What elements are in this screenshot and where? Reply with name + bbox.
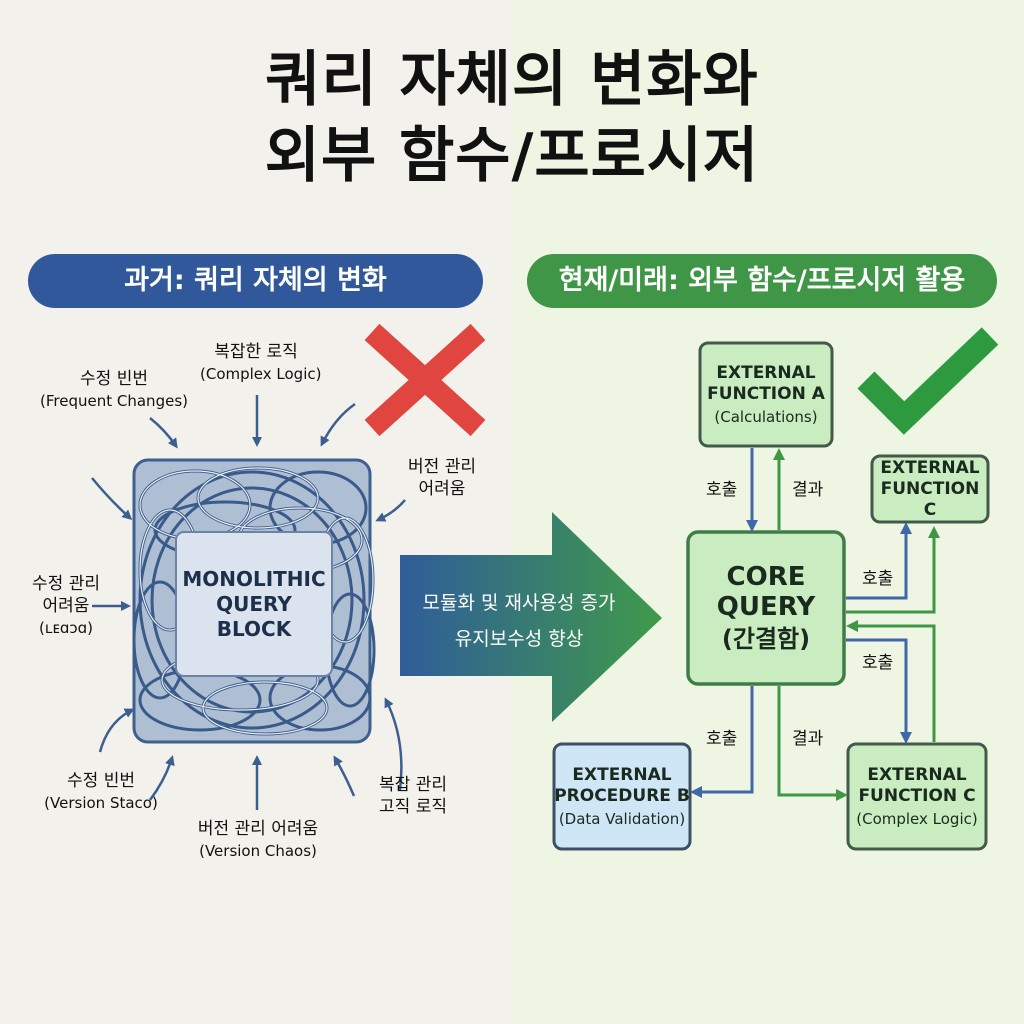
label-complex-logic-top: 복잡한 로직 (Complex Logic)	[200, 342, 322, 383]
edge-call-a: 호출	[706, 480, 738, 500]
box-ext-func-a	[698, 341, 834, 448]
tangled-block	[132, 458, 376, 744]
flow-arrows	[690, 448, 940, 801]
edge-result-a: 결과	[792, 480, 824, 500]
pressure-arrows	[91, 395, 406, 810]
box-ext-func-c-bottom	[846, 742, 988, 851]
label-frequent-changes-bottom: 수정 빈번 (Version Staco)	[44, 771, 158, 812]
transition-arrow	[400, 512, 662, 722]
edge-call-b: 호출	[706, 729, 738, 749]
transition-text: 모듈화 및 재사용성 증가 유지보수성 향상	[422, 592, 616, 650]
ext-func-c-bottom-text: EXTERNAL FUNCTION C (Complex Logic)	[856, 764, 978, 828]
core-query-text: CORE QUERY (간결함)	[716, 562, 816, 653]
ext-func-c-top-text: EXTERNAL FUNCTION C	[880, 457, 980, 520]
monolithic-query-block: MONOLITHIC QUERY BLOCK	[182, 566, 326, 641]
label-version-chaos: 버전 관리 어려움 (Version Chaos)	[197, 819, 319, 860]
left-section-header: 과거: 쿼리 자체의 변화	[28, 254, 483, 308]
label-version-mgmt-right: 버전 관리 어려움	[408, 457, 476, 499]
box-ext-func-c-top	[870, 454, 990, 524]
edge-result-c: 결과	[792, 729, 824, 749]
ext-func-a-text: EXTERNAL FUNCTION A (Calculations)	[707, 362, 825, 426]
cross-icon	[364, 323, 486, 437]
box-core-query	[686, 530, 846, 686]
title-line-1: 쿼리 자체의 변화와	[265, 45, 759, 115]
label-change-mgmt-left: 수정 관리 어려움 (ʟᴇɑɔɑ)	[32, 574, 100, 637]
check-icon	[857, 327, 999, 435]
title-line-2: 외부 함수/프로시저	[264, 121, 760, 191]
label-frequent-changes: 수정 빈번 (Frequent Changes)	[40, 369, 188, 410]
edge-call-c-top: 호출	[862, 569, 894, 589]
label-complex-logic-bottom: 복잡 관리 고직 로직	[379, 775, 447, 817]
right-section-header: 현재/미래: 외부 함수/프로시저 활용	[527, 254, 997, 308]
edge-call-c-bottom: 호출	[862, 653, 894, 673]
page-title: 쿼리 자체의 변화와 외부 함수/프로시저	[0, 42, 1024, 194]
ext-proc-b-text: EXTERNAL PROCEDURE B (Data Validation)	[554, 764, 690, 828]
